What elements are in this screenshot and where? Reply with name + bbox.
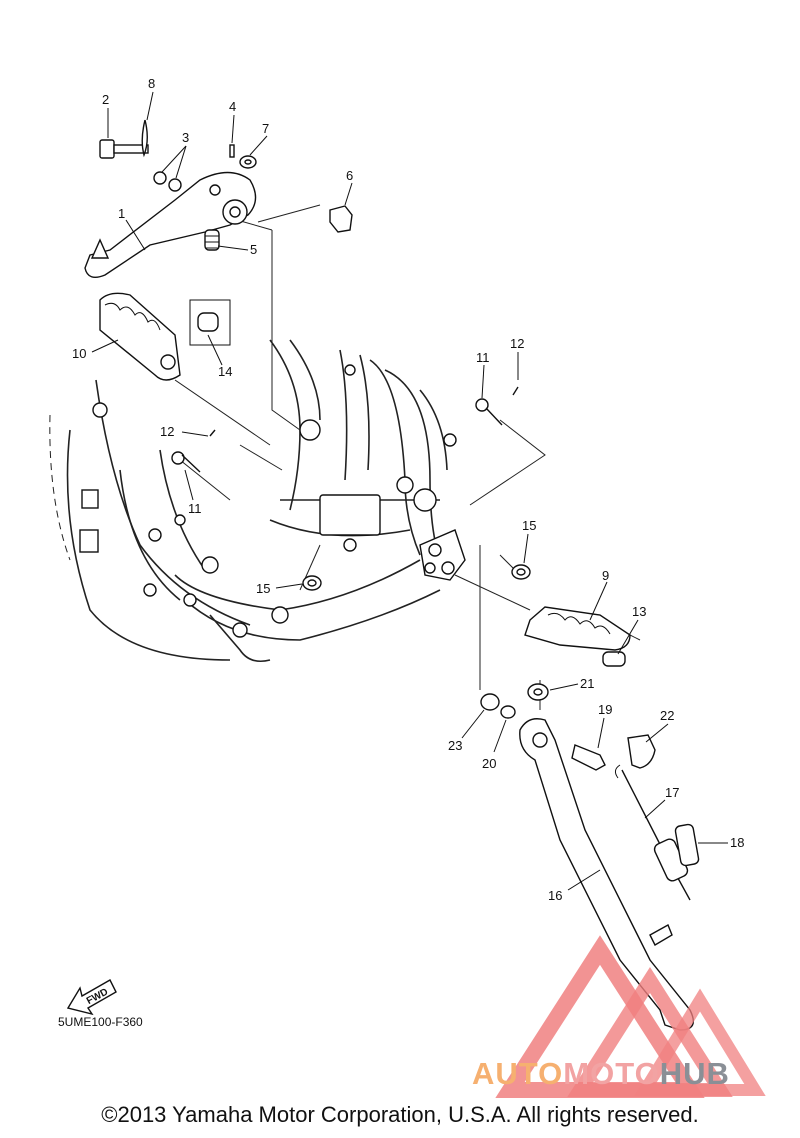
left-pivot-parts	[171, 429, 216, 473]
sidestand	[480, 683, 700, 1031]
callout-20: 20	[482, 756, 496, 771]
callout-14: 14	[218, 364, 232, 379]
copyright-notice: ©2013 Yamaha Motor Corporation, U.S.A. A…	[101, 1102, 699, 1127]
callout-4: 4	[229, 99, 236, 114]
callout-21: 21	[580, 676, 594, 691]
callout-18: 18	[730, 835, 744, 850]
callout-7: 7	[262, 121, 269, 136]
fwd-arrow-icon: FWD	[66, 979, 117, 1016]
callout-16: 16	[548, 888, 562, 903]
callout-23: 23	[448, 738, 462, 753]
fwd-label: FWD	[85, 987, 110, 1007]
callout-1: 1	[118, 206, 125, 221]
right-pivot-parts	[475, 386, 519, 426]
left-footpeg	[99, 292, 231, 381]
watermark-logo	[495, 935, 766, 1098]
guide-lines	[49, 204, 641, 710]
callout-17: 17	[665, 785, 679, 800]
callout-11-left: 11	[188, 501, 202, 516]
frame-outline	[66, 339, 466, 663]
callout-15-right: 15	[522, 518, 536, 533]
callout-9: 9	[602, 568, 609, 583]
callout-11-right: 11	[476, 350, 490, 365]
callout-13: 13	[632, 604, 646, 619]
callout-12-right: 12	[510, 336, 524, 351]
callout-5: 5	[250, 242, 257, 257]
callout-15-left: 15	[256, 581, 270, 596]
callout-3: 3	[182, 130, 189, 145]
brand-auto: AUTO	[472, 1056, 564, 1091]
brand-moto: MOTO	[563, 1056, 660, 1091]
brake-pedal	[84, 119, 353, 278]
callout-10: 10	[72, 346, 86, 361]
collars	[302, 564, 531, 591]
watermark-brand: AUTOMOTOHUB	[472, 1056, 730, 1092]
callout-2: 2	[102, 92, 109, 107]
diagram-code: 5UME100-F360	[58, 1015, 143, 1029]
callouts: 1 2 3 4 5 6 7 8 10 14 11 12 12 11 15 15	[72, 76, 744, 903]
callout-12-left: 12	[160, 424, 174, 439]
right-footpeg	[524, 606, 631, 667]
callout-19: 19	[598, 702, 612, 717]
callout-22: 22	[660, 708, 674, 723]
brand-hub: HUB	[659, 1056, 730, 1091]
callout-6: 6	[346, 168, 353, 183]
callout-8: 8	[148, 76, 155, 91]
